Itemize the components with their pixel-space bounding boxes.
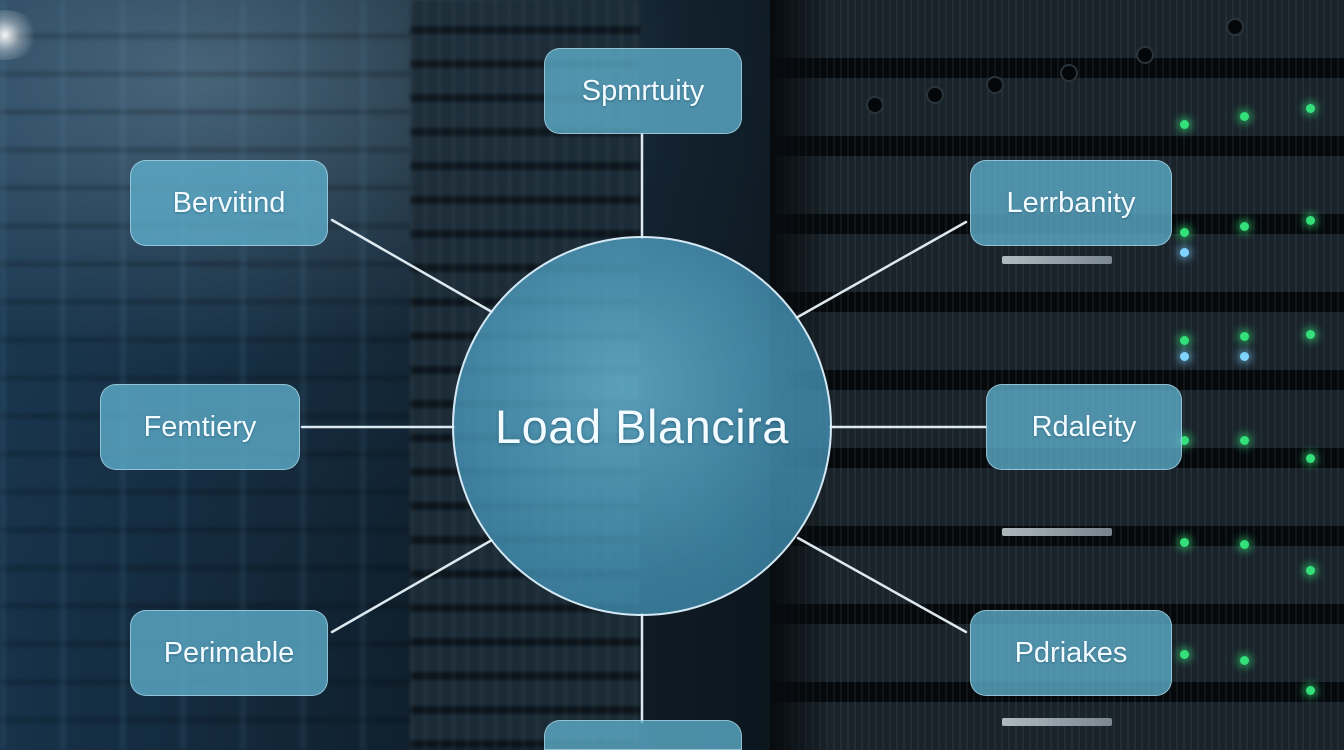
rack-vent — [986, 76, 1004, 94]
node-lower-right: Pdriakes — [970, 610, 1172, 696]
status-led — [1180, 538, 1189, 547]
status-led — [1240, 656, 1249, 665]
status-led — [1180, 650, 1189, 659]
status-led — [1240, 222, 1249, 231]
node-top: Spmrtuity — [544, 48, 742, 134]
status-led — [1240, 352, 1249, 361]
status-led — [1306, 686, 1315, 695]
status-led — [1180, 436, 1189, 445]
rack-vent — [1226, 18, 1244, 36]
rack-vent — [926, 86, 944, 104]
status-led — [1180, 248, 1189, 257]
connector-lower-left — [330, 538, 494, 634]
drive-tray — [1002, 718, 1112, 726]
node-bottom — [544, 720, 742, 750]
node-upper-left: Bervitind — [130, 160, 328, 246]
status-led — [1306, 104, 1315, 113]
rack-vent — [1136, 46, 1154, 64]
rack-vent — [1060, 64, 1078, 82]
rack-vent — [866, 96, 884, 114]
status-led — [1240, 332, 1249, 341]
drive-tray — [1002, 528, 1112, 536]
status-led — [1306, 216, 1315, 225]
connector-upper-left — [330, 218, 494, 314]
status-led — [1306, 566, 1315, 575]
hub-label: Load Blancira — [495, 399, 789, 453]
node-upper-right: Lerrbanity — [970, 160, 1172, 246]
connector-upper-right — [794, 220, 968, 320]
status-led — [1306, 330, 1315, 339]
status-led — [1240, 540, 1249, 549]
status-led — [1180, 120, 1189, 129]
status-led — [1240, 112, 1249, 121]
connector-lower-right — [796, 536, 968, 634]
status-led — [1180, 352, 1189, 361]
load-balancer-hub: Load Blancira — [452, 236, 832, 616]
node-mid-left: Femtiery — [100, 384, 300, 470]
status-led — [1180, 228, 1189, 237]
status-led — [1240, 436, 1249, 445]
drive-tray — [1002, 256, 1112, 264]
node-lower-left: Perimable — [130, 610, 328, 696]
node-mid-right: Rdaleity — [986, 384, 1182, 470]
status-led — [1306, 454, 1315, 463]
status-led — [1180, 336, 1189, 345]
